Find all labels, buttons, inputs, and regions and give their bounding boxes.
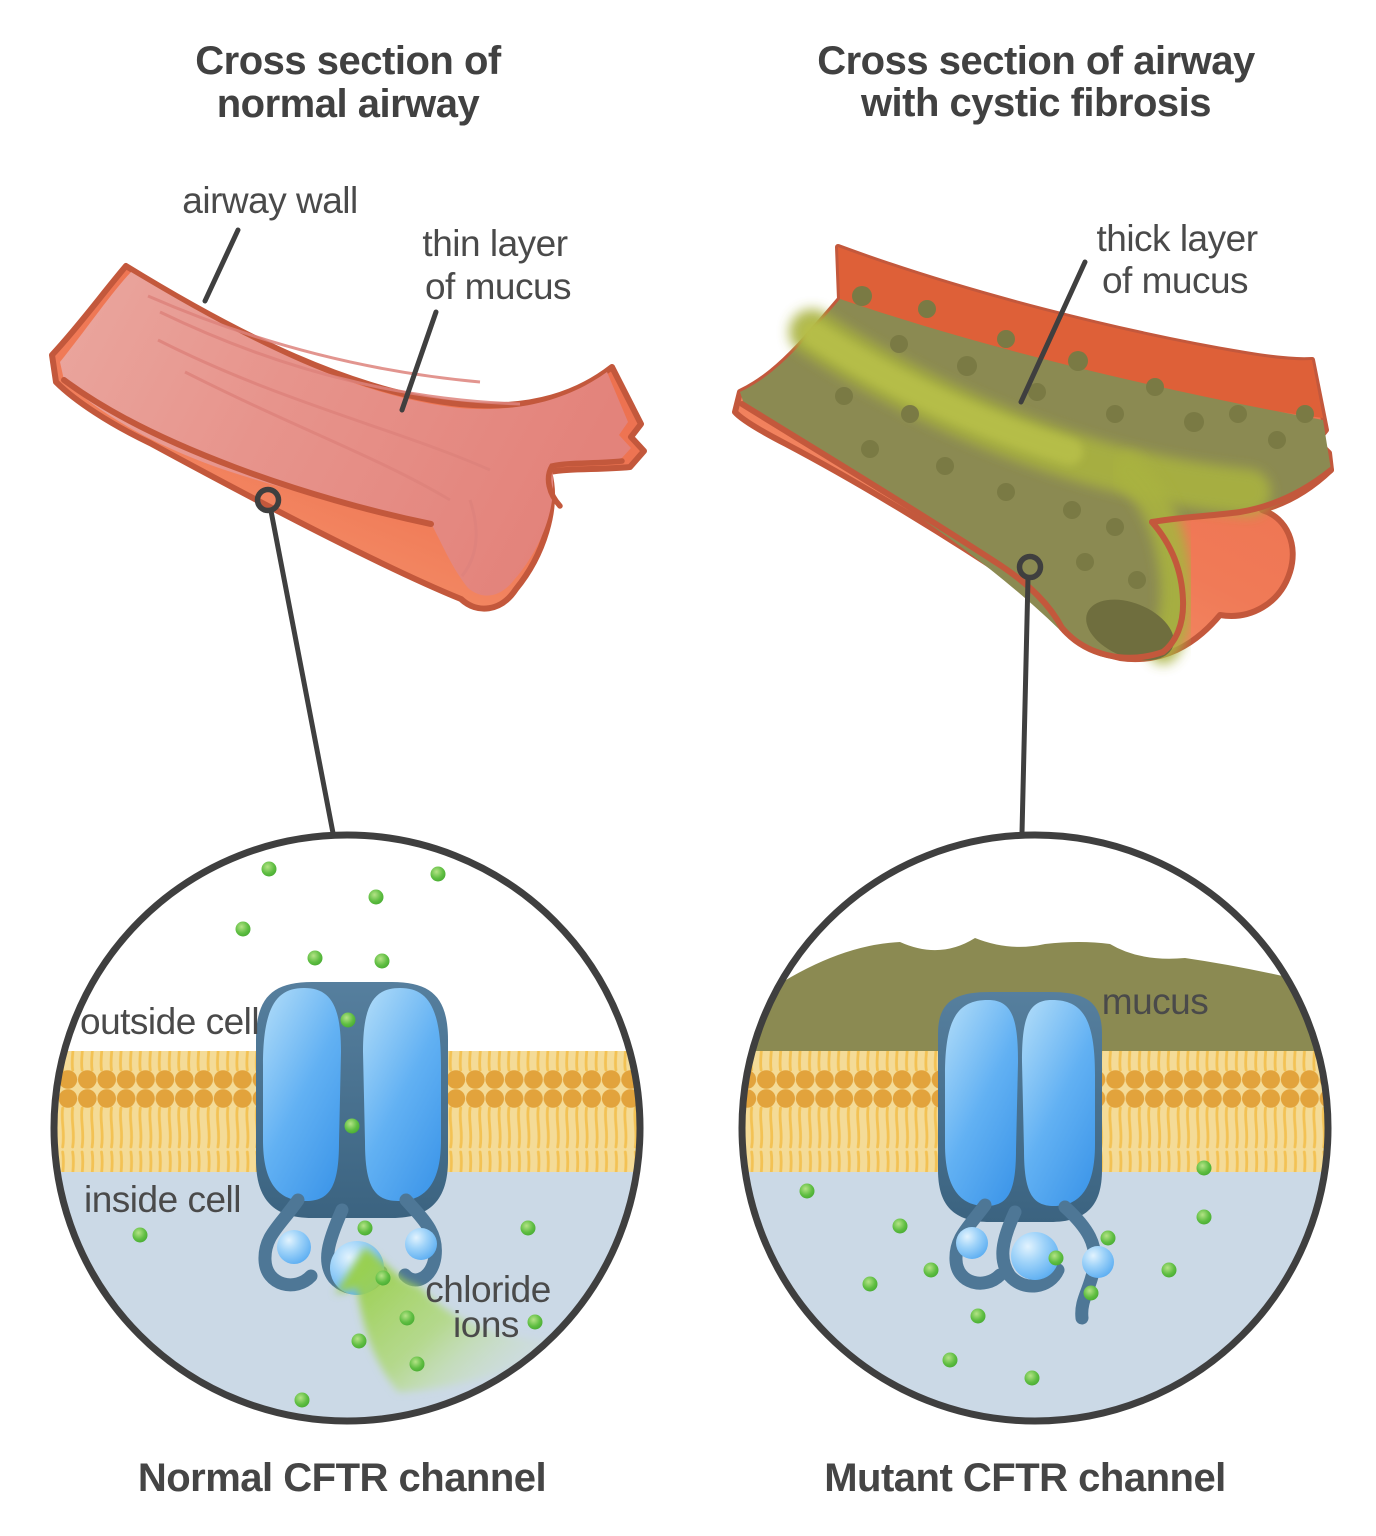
mutant-cftr-scene: mucus — [745, 838, 1325, 1418]
right-title-line2: with cystic fibrosis — [860, 81, 1211, 125]
cf-mucus-dots — [835, 286, 1314, 589]
channel-sphere-left — [956, 1227, 988, 1259]
airway-wall-label: airway wall — [182, 180, 357, 221]
chloride-ion — [923, 1262, 939, 1278]
channel-lobe-left — [263, 988, 341, 1201]
chloride-flow-arrow — [335, 1247, 575, 1392]
chloride-ion — [799, 1183, 815, 1199]
chloride-ion — [375, 1270, 391, 1286]
chloride-ion — [294, 1392, 310, 1408]
left-title-line2: normal airway — [217, 82, 481, 126]
chloride-ion — [344, 1118, 360, 1134]
chloride-ion — [1196, 1160, 1212, 1176]
left-title-line1: Cross section of — [195, 39, 502, 83]
chloride-ion — [520, 1220, 536, 1236]
airway-wall-leader-line — [202, 227, 241, 304]
chloride-ion — [399, 1310, 415, 1326]
airway-lumen-streaks — [147, 294, 521, 577]
chloride-ion — [351, 1333, 367, 1349]
thick-mucus-label-line2: of mucus — [1102, 260, 1248, 301]
left-zoom-leader-line — [268, 508, 336, 836]
left-zoom-anchor-circle — [254, 486, 282, 514]
channel-sphere-right — [405, 1228, 437, 1260]
channel-sphere-right — [1082, 1246, 1114, 1278]
left-magnifier-border — [50, 831, 644, 1425]
right-title-line1: Cross section of airway — [817, 39, 1256, 83]
normal-cftr-magnifier: outside cell inside cell chloride ions — [50, 831, 644, 1425]
chloride-ion — [862, 1276, 878, 1292]
mutant-cftr-caption: Mutant CFTR channel — [824, 1456, 1226, 1500]
thin-mucus-leader-line — [399, 309, 439, 413]
chloride-ions-inside-cell — [799, 1160, 1212, 1386]
chloride-ion — [235, 921, 251, 937]
airway-fork-border — [545, 458, 625, 509]
chloride-ions-label-line1: chloride — [425, 1269, 551, 1310]
chloride-ion — [892, 1218, 908, 1234]
airway-lip-border — [61, 377, 434, 527]
thick-mucus-leader-line — [1018, 259, 1088, 405]
chloride-ion — [1048, 1250, 1064, 1266]
chloride-ion — [1024, 1370, 1040, 1386]
chloride-ion — [409, 1356, 425, 1372]
cftr-channel-open — [256, 982, 448, 1218]
chloride-ion — [374, 953, 390, 969]
outside-cell-label: outside cell — [80, 1001, 259, 1042]
left-panel: Cross section of normal airway airway wa… — [49, 39, 647, 1500]
channel-lobe-right — [363, 988, 441, 1201]
chloride-ion — [132, 1227, 148, 1243]
channel-lobe-right — [1022, 1000, 1095, 1206]
chloride-ion — [1083, 1285, 1099, 1301]
chloride-ions-outside-cell — [235, 861, 446, 969]
thin-mucus-label-line1: thin layer — [422, 223, 567, 264]
chloride-ion — [1161, 1262, 1177, 1278]
thin-mucus-label-line2: of mucus — [425, 266, 571, 307]
chloride-ion — [340, 1012, 356, 1028]
chloride-ion — [430, 866, 446, 882]
channel-lobe-left — [945, 1000, 1018, 1206]
chloride-ion — [261, 861, 277, 877]
chloride-ion — [1196, 1209, 1212, 1225]
cf-airway-borders — [739, 401, 1334, 661]
channel-sphere-center — [1011, 1232, 1059, 1280]
chloride-ion — [357, 1220, 373, 1236]
right-magnifier-border — [738, 831, 1332, 1425]
chloride-ion — [942, 1352, 958, 1368]
chloride-ions-in-channel — [340, 1012, 360, 1134]
cf-airway-illustration — [732, 244, 1334, 664]
airway-lumen — [60, 272, 631, 596]
cf-airway-wall-band — [838, 247, 1323, 418]
normal-airway-illustration — [49, 263, 647, 612]
normal-cftr-caption: Normal CFTR channel — [138, 1456, 546, 1500]
mutant-cftr-magnifier: mucus — [738, 831, 1332, 1425]
normal-cftr-scene: outside cell inside cell chloride ions — [57, 838, 637, 1418]
cf-branch-tip-mucus-face — [1086, 599, 1174, 661]
thick-mucus-label-line1: thick layer — [1096, 218, 1257, 259]
chloride-ion — [527, 1314, 543, 1330]
right-zoom-leader-line — [1019, 575, 1031, 836]
inside-cell-label: inside cell — [84, 1179, 241, 1220]
channel-sphere-left — [277, 1230, 311, 1264]
chloride-ion — [970, 1308, 986, 1324]
right-panel: Cross section of airway with cystic fibr… — [732, 39, 1334, 1500]
chloride-ions-label-line2: ions — [453, 1304, 519, 1345]
cftr-channel-closed — [938, 992, 1102, 1222]
chloride-ion — [307, 950, 323, 966]
chloride-ion — [1100, 1230, 1116, 1246]
chloride-ion — [368, 889, 384, 905]
mucus-label: mucus — [1102, 981, 1208, 1022]
